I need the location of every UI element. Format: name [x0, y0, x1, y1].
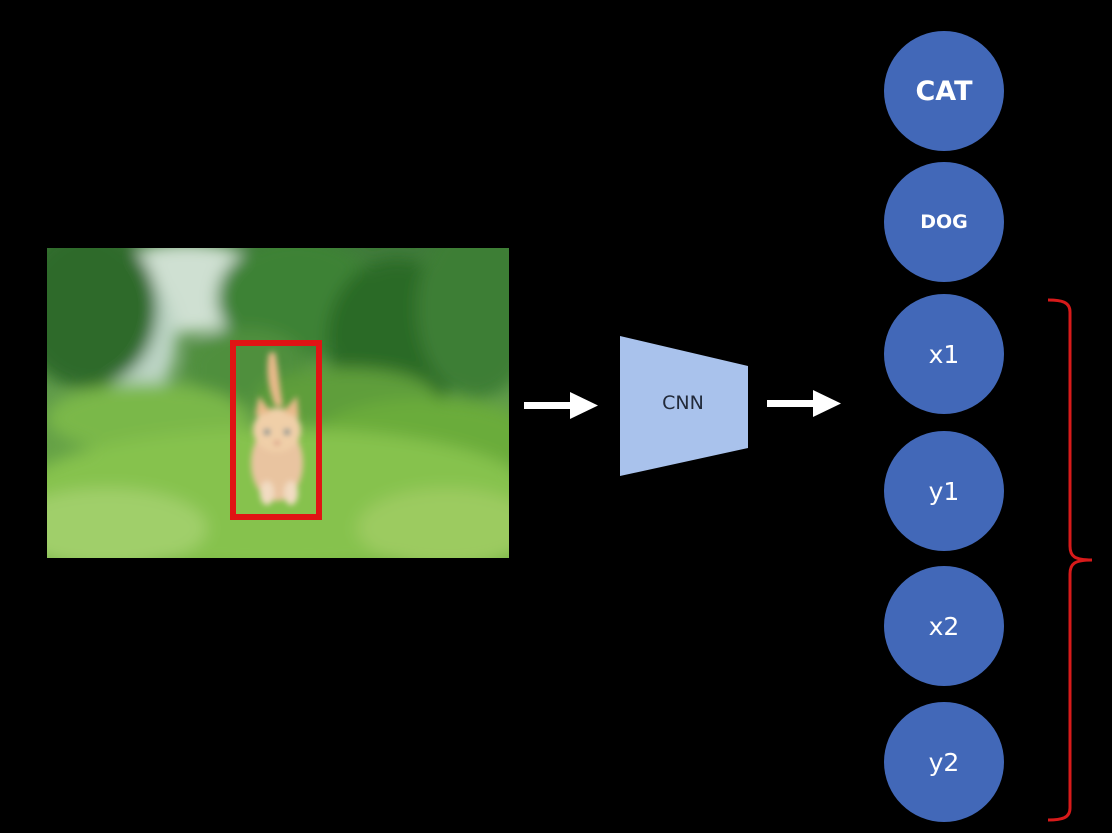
arrow-right-icon — [767, 390, 841, 417]
output-label-y1: y1 — [928, 476, 960, 506]
output-node-y1: y1 — [884, 431, 1004, 551]
cnn-label: CNN — [662, 392, 704, 414]
kitten-photo — [47, 248, 509, 558]
bounding-box — [230, 340, 322, 520]
output-label-x2: x2 — [928, 611, 960, 641]
cnn-block — [620, 336, 748, 476]
coordinates-bracket — [1047, 298, 1093, 822]
output-label-dog: DOG — [920, 211, 968, 233]
output-label-y2: y2 — [928, 747, 960, 777]
arrow-right-icon — [524, 392, 598, 419]
output-node-y2: y2 — [884, 702, 1004, 822]
input-image — [47, 248, 509, 558]
output-label-cat: CAT — [915, 75, 973, 107]
output-label-x1: x1 — [928, 339, 960, 369]
output-node-cat: CAT — [884, 31, 1004, 151]
output-node-x1: x1 — [884, 294, 1004, 414]
output-node-x2: x2 — [884, 566, 1004, 686]
output-node-dog: DOG — [884, 162, 1004, 282]
